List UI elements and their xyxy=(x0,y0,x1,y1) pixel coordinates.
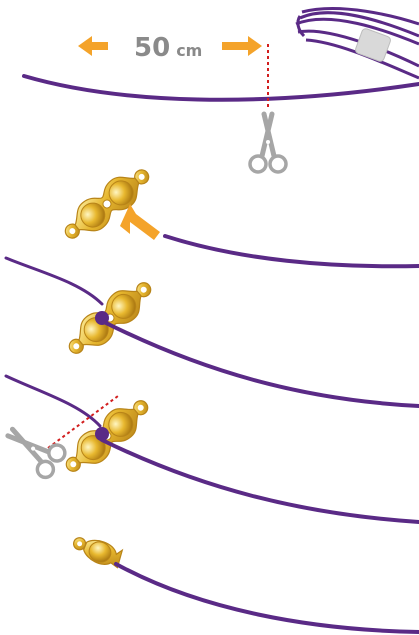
cord-main xyxy=(102,320,419,408)
cord-insert xyxy=(163,234,419,269)
scissors-icon xyxy=(250,114,286,172)
pointer-arrow-icon xyxy=(120,204,160,240)
arrow-right-icon xyxy=(222,36,262,56)
clasp-closed xyxy=(73,537,124,569)
measurement-value: 50 xyxy=(134,33,170,63)
clasp-open xyxy=(56,159,158,249)
step-insert-cord xyxy=(56,159,419,269)
cut-line xyxy=(47,395,119,449)
cord-knot xyxy=(95,427,109,441)
cord-measured xyxy=(22,74,419,102)
measurement-unit: cm xyxy=(176,41,202,60)
step-close-crimp xyxy=(73,537,419,634)
cord-knot xyxy=(95,311,109,325)
step-measure-cut: 50 cm xyxy=(22,7,419,172)
scissors-icon xyxy=(0,418,68,481)
cord-main xyxy=(114,562,419,634)
arrow-left-icon xyxy=(78,36,108,56)
cord-spool xyxy=(295,7,419,80)
step-trim-end xyxy=(0,374,419,524)
step-knot-cord xyxy=(4,256,419,408)
measurement-label: 50 cm xyxy=(78,33,262,63)
cord-tail xyxy=(4,374,102,428)
cord-tail xyxy=(4,256,104,306)
spool-band xyxy=(355,28,391,62)
cord-main xyxy=(100,438,419,524)
